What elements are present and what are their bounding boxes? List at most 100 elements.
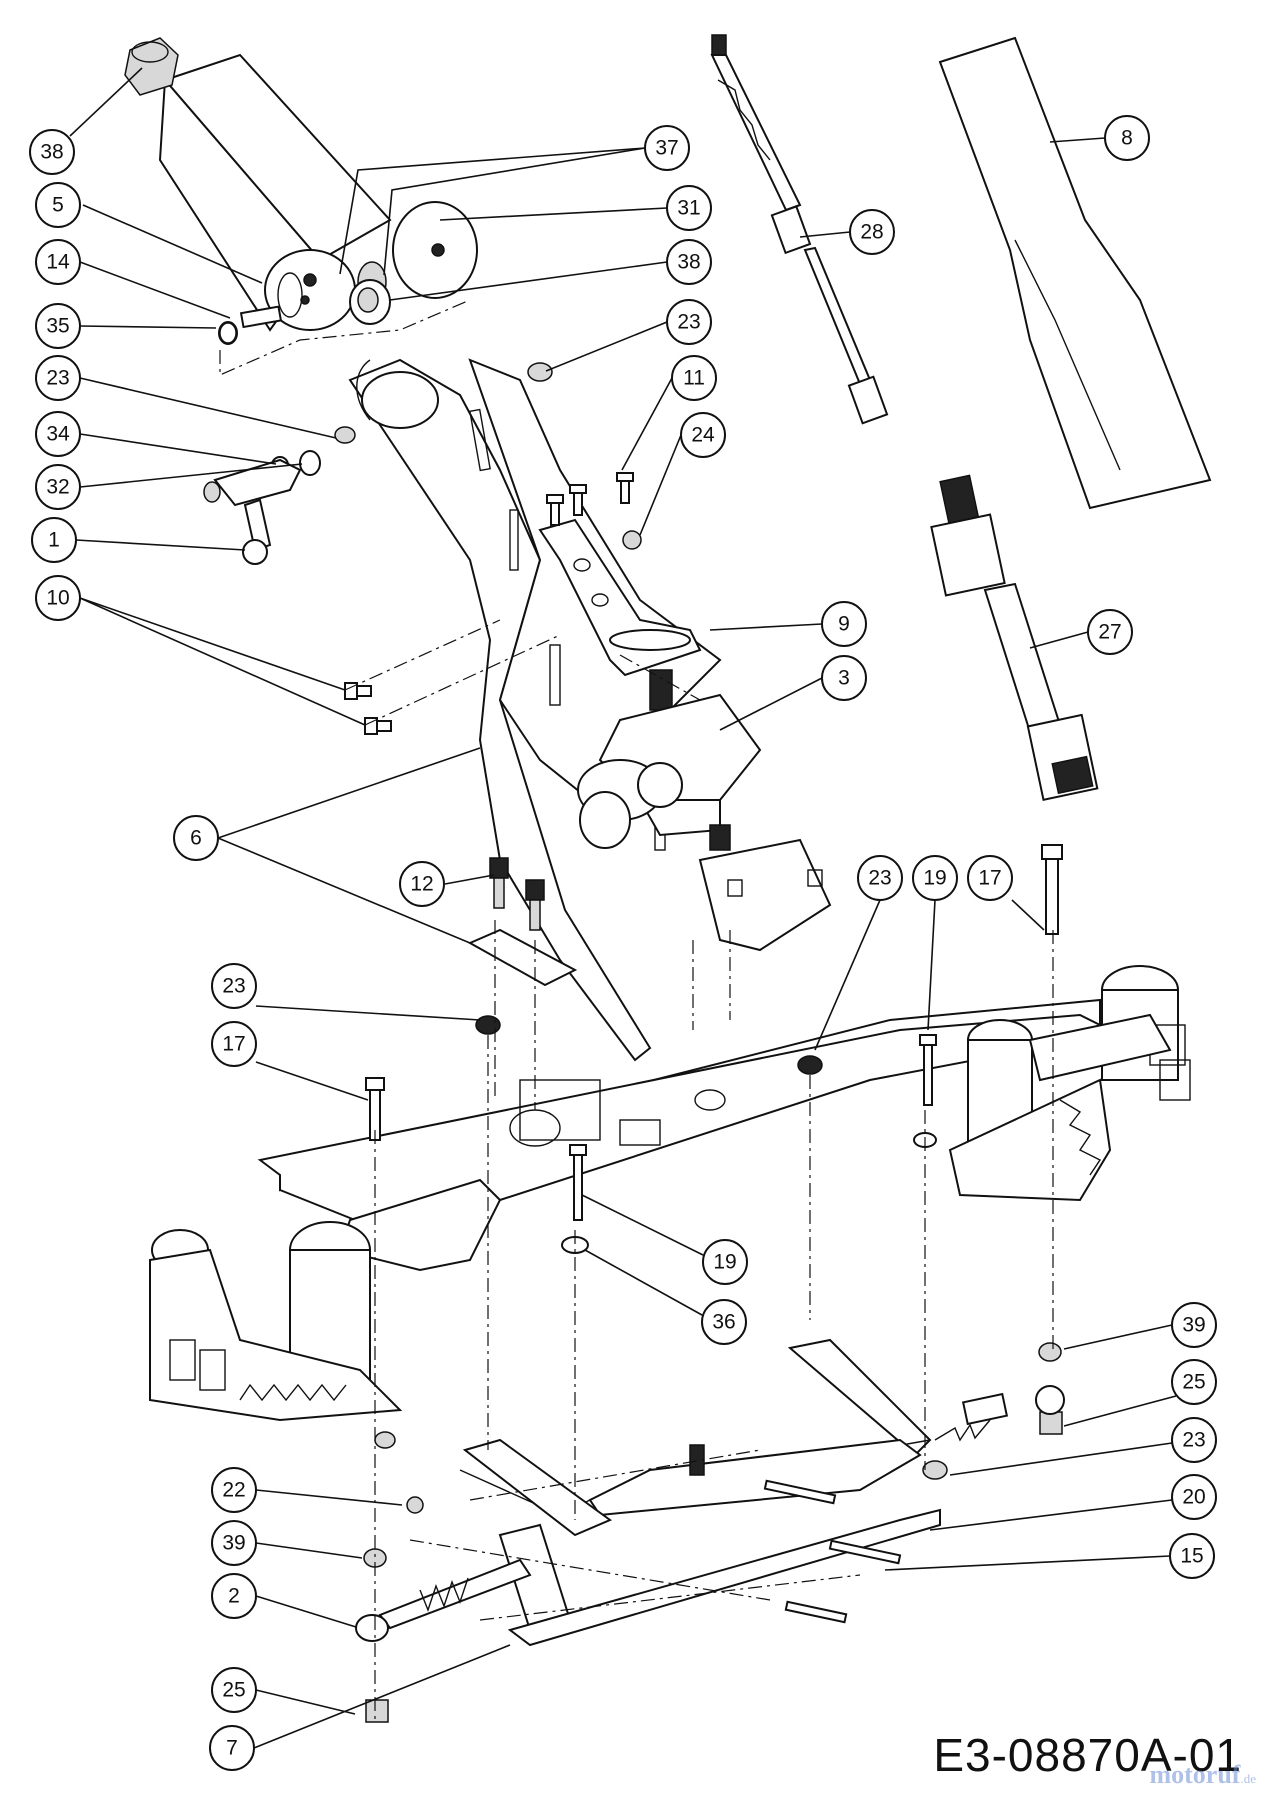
bolt-part-15 — [763, 1479, 902, 1624]
drawing-code: E3-08870A-01 — [933, 1729, 1242, 1781]
callout-label: 8 — [1121, 127, 1133, 150]
watermark-logo: motoruf.de — [1149, 1760, 1256, 1790]
callout-2: 2 — [211, 1573, 257, 1619]
watermark-suffix: .de — [1240, 1771, 1256, 1786]
callout-17-right: 17 — [967, 855, 1013, 901]
callout-7: 7 — [209, 1725, 255, 1771]
callout-19-bottom: 19 — [702, 1239, 748, 1285]
callout-24: 24 — [680, 412, 726, 458]
bolt-part-11 — [546, 472, 634, 526]
callout-9: 9 — [821, 601, 867, 647]
callout-23-left: 23 — [35, 355, 81, 401]
callout-23-frame-left: 23 — [211, 963, 257, 1009]
callout-label: 36 — [712, 1311, 735, 1334]
callout-5: 5 — [35, 182, 81, 228]
steering-shaft-lower-part — [930, 474, 1099, 801]
callout-label: 15 — [1180, 1545, 1203, 1568]
column-housing-part — [158, 53, 392, 332]
callout-label: 1 — [48, 529, 60, 552]
nut-part-23-bottom — [922, 1460, 948, 1480]
callout-label: 32 — [46, 476, 69, 499]
callout-label: 17 — [222, 1033, 245, 1056]
callout-25-right: 25 — [1171, 1359, 1217, 1405]
callout-label: 39 — [1182, 1314, 1205, 1337]
callout-6: 6 — [173, 815, 219, 861]
watermark-text: motoruf — [1149, 1760, 1241, 1789]
callout-31: 31 — [666, 185, 712, 231]
front-axle-frame-part — [149, 965, 1191, 1422]
callout-label: 35 — [46, 315, 69, 338]
callout-label: 14 — [46, 251, 70, 274]
callout-19-top: 19 — [912, 855, 958, 901]
callout-label: 38 — [40, 141, 63, 164]
callout-8: 8 — [1104, 115, 1150, 161]
callout-label: 27 — [1098, 621, 1121, 644]
callout-label: 38 — [677, 251, 700, 274]
leader-lines — [69, 67, 1177, 1749]
callout-20: 20 — [1171, 1474, 1217, 1520]
callout-39-left: 39 — [211, 1520, 257, 1566]
callout-label: 20 — [1182, 1486, 1205, 1509]
nut-part-23-top — [527, 362, 553, 382]
callout-label: 23 — [1182, 1429, 1205, 1452]
callout-label: 25 — [222, 1679, 245, 1702]
callout-label: 31 — [677, 197, 700, 220]
callout-38-top: 38 — [29, 129, 75, 175]
nut-part-23-frame-left — [475, 1015, 501, 1035]
callout-23-top: 23 — [666, 299, 712, 345]
bolt-part-17-right — [1041, 844, 1063, 935]
bolt-part-12 — [489, 857, 545, 931]
cover-sheet-part — [938, 36, 1212, 510]
nut-part-24 — [622, 530, 642, 550]
callout-23-bottom: 23 — [1171, 1417, 1217, 1463]
callout-label: 25 — [1182, 1371, 1205, 1394]
callout-label: 34 — [46, 423, 70, 446]
nut-part-23-frame-right — [797, 1055, 823, 1075]
callout-3: 3 — [821, 655, 867, 701]
nut-part-23-left — [334, 426, 356, 444]
callout-37: 37 — [644, 125, 690, 171]
nut-part-25-left — [365, 1699, 389, 1723]
callout-label: 22 — [222, 1479, 245, 1502]
ring-part-35 — [219, 322, 237, 344]
callout-label: 23 — [868, 867, 891, 890]
cap-nut-part — [124, 37, 179, 96]
callout-12: 12 — [399, 861, 445, 907]
callout-label: 5 — [52, 194, 64, 217]
callout-label: 12 — [410, 873, 433, 896]
callout-39-right: 39 — [1171, 1302, 1217, 1348]
knob-part — [349, 279, 391, 325]
washer-part-32 — [299, 450, 321, 476]
callout-label: 2 — [228, 1585, 240, 1608]
callout-label: 28 — [860, 221, 883, 244]
tie-rod-part-2 — [355, 1558, 532, 1642]
nut-part-25-right — [1039, 1411, 1063, 1435]
nut-part-22-a — [374, 1431, 396, 1449]
callout-label: 19 — [923, 867, 946, 890]
callout-36: 36 — [701, 1299, 747, 1345]
callout-label: 3 — [838, 667, 850, 690]
callout-25-left: 25 — [211, 1667, 257, 1713]
bracket-part-9 — [538, 518, 702, 677]
bolt-part-19-right — [919, 1034, 937, 1106]
bolt-part-10 — [344, 682, 392, 735]
callout-label: 10 — [46, 587, 69, 610]
gear-box-part — [577, 669, 832, 952]
callout-10: 10 — [35, 575, 81, 621]
callout-label: 11 — [683, 367, 705, 390]
callout-label: 23 — [46, 367, 69, 390]
callout-label: 19 — [713, 1251, 736, 1274]
callout-32: 32 — [35, 464, 81, 510]
callout-22: 22 — [211, 1467, 257, 1513]
callout-label: 6 — [190, 827, 202, 850]
bolt-part-19-left — [569, 1144, 587, 1221]
callout-label: 7 — [226, 1737, 238, 1760]
callout-label: 23 — [222, 975, 245, 998]
callout-label: 39 — [222, 1532, 245, 1555]
plate-part-12 — [467, 928, 578, 987]
callout-17-left: 17 — [211, 1021, 257, 1067]
callout-15: 15 — [1169, 1533, 1215, 1579]
callout-label: 24 — [691, 424, 715, 447]
callout-11: 11 — [671, 355, 717, 401]
